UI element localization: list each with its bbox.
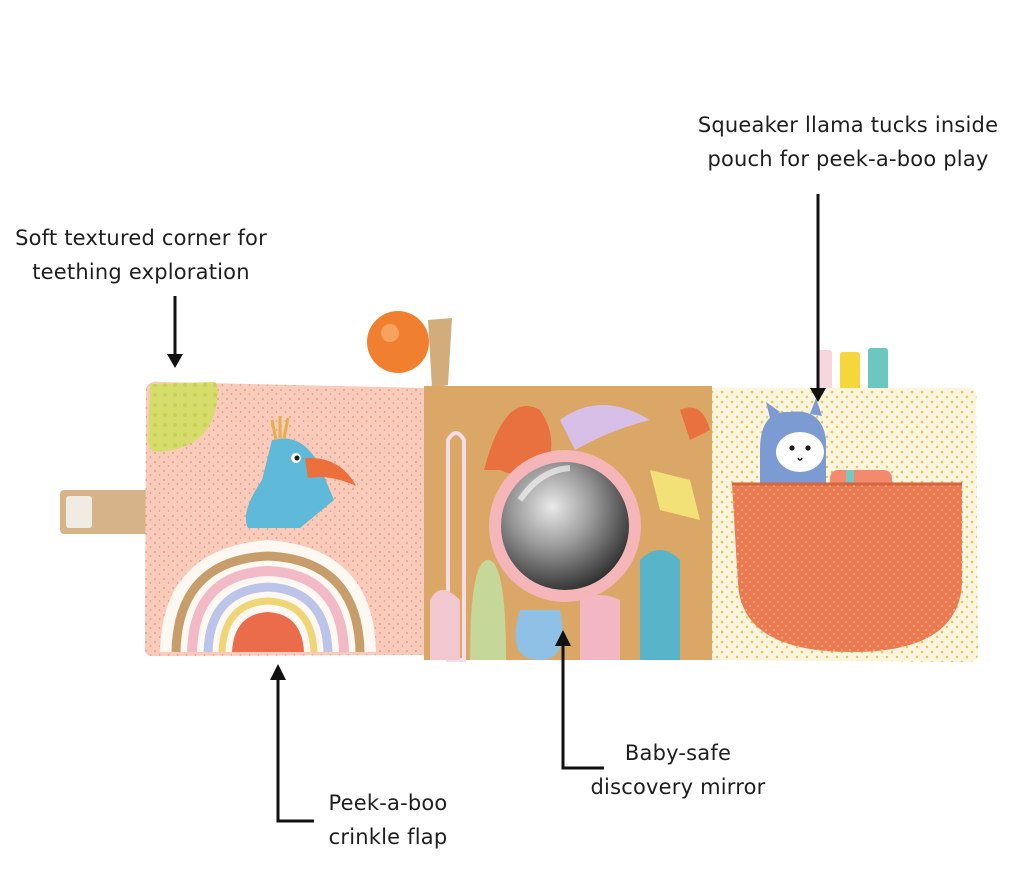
arrow-llama [810, 194, 826, 402]
left-panel [144, 381, 424, 656]
caption-line: Soft textured corner for [15, 226, 267, 250]
caption-squeaker-llama: Squeaker llama tucks inside pouch for pe… [682, 108, 1014, 176]
toucan-illustration [245, 416, 356, 528]
arrow-teether [167, 296, 183, 368]
annotation-arrows [167, 194, 826, 823]
rainbow-flap [160, 540, 376, 653]
arrow-flap [270, 664, 314, 823]
discovery-mirror [489, 450, 641, 602]
caption-line: Peek-a-boo [328, 791, 448, 815]
caption-discovery-mirror: Baby-safe discovery mirror [572, 736, 784, 804]
caption-line: discovery mirror [590, 775, 766, 799]
teether-corner [148, 382, 218, 452]
caption-line: crinkle flap [328, 825, 448, 849]
arrow-mirror [555, 630, 604, 770]
caption-line: teething exploration [32, 260, 250, 284]
caption-line: Baby-safe [624, 741, 732, 765]
middle-panel [424, 386, 712, 662]
caption-line: pouch for peek-a-boo play [707, 147, 989, 171]
caption-crinkle-flap: Peek-a-boo crinkle flap [300, 786, 476, 854]
ribbon-tag-left [60, 490, 154, 534]
pompom-toy [367, 311, 452, 388]
orange-pouch [732, 484, 962, 652]
right-panel [712, 388, 978, 662]
caption-teething-corner: Soft textured corner for teething explor… [0, 221, 282, 289]
caption-line: Squeaker llama tucks inside [697, 113, 999, 137]
